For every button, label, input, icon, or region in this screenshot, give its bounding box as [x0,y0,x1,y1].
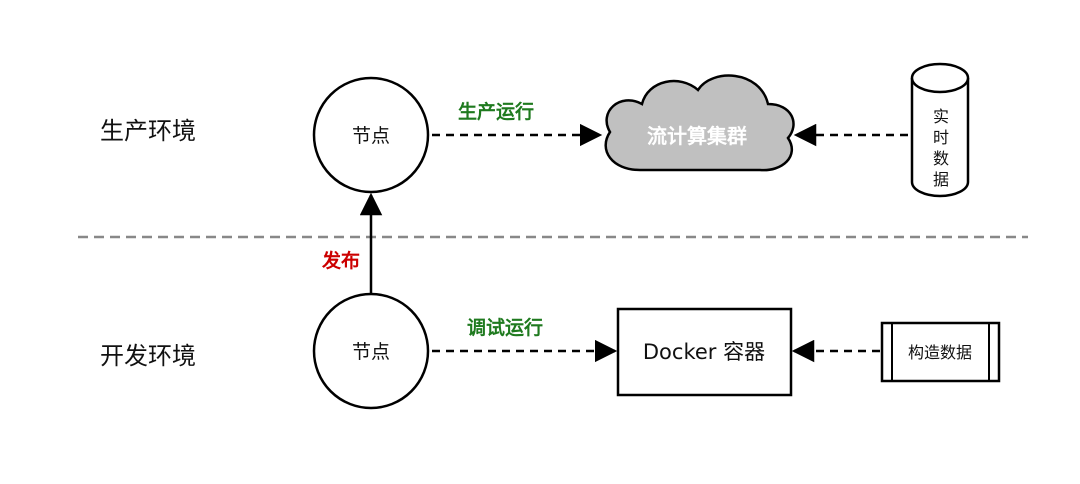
docker-container-box: Docker 容器 [616,307,793,397]
development-node-label: 节点 [352,341,390,363]
stream-cluster-label: 流计算集群 [647,124,747,148]
development-env-label: 开发环境 [100,342,196,370]
production-node-label: 节点 [352,125,390,147]
construct-data-box: 构造数据 [880,321,1001,383]
stream-cluster-cloud: 流计算集群 [604,74,795,172]
realtime-data-char-3: 数 [933,149,949,168]
realtime-data-char-1: 实 [933,107,949,126]
debug-run-label: 调试运行 [467,316,543,339]
production-env-label: 生产环境 [100,117,196,145]
realtime-data-cylinder: 实 时 数 据 [910,62,970,198]
realtime-data-char-2: 时 [933,128,949,147]
realtime-data-char-4: 据 [933,170,949,189]
production-run-label: 生产运行 [458,100,534,123]
construct-data-label: 构造数据 [908,343,972,362]
production-node: 节点 [312,76,430,194]
development-node: 节点 [312,292,430,410]
docker-container-label: Docker 容器 [643,340,765,364]
publish-label: 发布 [321,249,360,272]
